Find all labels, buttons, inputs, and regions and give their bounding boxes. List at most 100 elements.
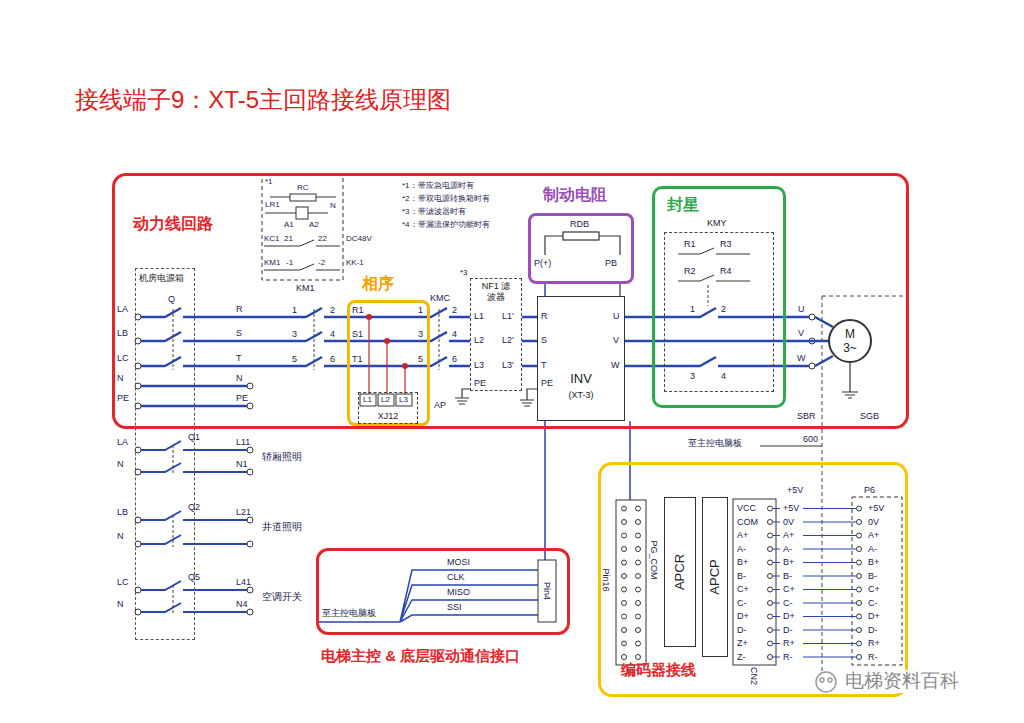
label-text: AP	[434, 400, 446, 411]
pin-circle	[768, 533, 773, 538]
label-text: A-	[783, 544, 792, 555]
mechanical-link	[173, 285, 708, 615]
label-text: L1'	[502, 311, 514, 322]
ground-symbol	[455, 389, 470, 404]
pin-circle	[636, 641, 641, 646]
label-text: C+	[783, 584, 795, 595]
label-text: 5	[418, 354, 423, 365]
label-text: 0V	[783, 517, 794, 528]
lighting-wire	[138, 441, 250, 612]
label-text: C-	[783, 598, 793, 609]
label-text: -1	[286, 258, 293, 268]
label-text: 3	[292, 329, 297, 340]
node-text: NF1 滤波器	[479, 281, 513, 303]
power-wire	[138, 356, 833, 366]
label-text: PG_COM	[649, 540, 660, 579]
label-text: MOSI	[447, 557, 470, 568]
label-text: D+	[783, 611, 795, 622]
label-text: R-	[868, 652, 878, 663]
label-text: T	[541, 360, 547, 371]
contactor-box: KMY	[664, 232, 774, 392]
label-text: U	[613, 311, 620, 322]
label-text: R4	[720, 266, 732, 277]
label-text: COM	[737, 517, 758, 528]
label-text: 0V	[868, 517, 879, 528]
relay-terminal	[360, 394, 412, 406]
label-text: CLK	[447, 572, 465, 583]
label-text: D-	[868, 625, 878, 636]
label-text: +5V	[787, 485, 803, 496]
label-text: 2	[721, 304, 726, 315]
label-text: 21	[284, 234, 293, 244]
power-box-dashed: 机房电源箱	[135, 268, 195, 640]
label-text: P6	[864, 485, 875, 496]
motor-circle: M 3~	[828, 319, 872, 363]
label-text: N	[236, 373, 243, 384]
encoder-terminal	[733, 499, 776, 665]
pin-circle	[768, 628, 773, 633]
pin-circle	[622, 533, 627, 538]
label-text: A2	[309, 220, 319, 230]
label-text: R1	[352, 305, 364, 316]
label-text: A+	[783, 530, 794, 541]
label-text: N	[117, 531, 124, 542]
pin-circle	[636, 587, 641, 592]
label-text: 空调开关	[262, 591, 302, 603]
label-text: L41	[236, 577, 251, 588]
brake-resistor	[545, 232, 620, 296]
pin-circle	[857, 614, 862, 619]
pin-circle	[622, 506, 627, 511]
label-text: N	[117, 459, 124, 470]
phase-dot	[366, 314, 408, 369]
pin-circle	[636, 547, 641, 552]
relay-terminal	[360, 394, 376, 406]
label-text: L2	[381, 395, 390, 405]
watermark-icon	[828, 678, 832, 682]
label-text: B-	[868, 571, 877, 582]
watermark-icon	[816, 672, 836, 692]
pin-circle	[636, 533, 641, 538]
power-circuit-region: 动力线回路相序XJ12NF1 滤波器制动电阻INV(XT-3)封星KMYM 3~	[112, 173, 909, 429]
label-text: 4	[721, 371, 726, 382]
signal-wire	[760, 446, 822, 447]
pin-circle	[768, 560, 773, 565]
label-text: 3	[418, 329, 423, 340]
pin-circle	[636, 520, 641, 525]
pin-circle	[768, 614, 773, 619]
node-text: (XT-3)	[568, 390, 593, 401]
label-text: 6	[452, 354, 457, 365]
label-text: 1	[690, 304, 695, 315]
label-text: U	[798, 304, 805, 315]
label-text: KMC	[430, 293, 450, 304]
encoder-wire	[773, 563, 856, 604]
comm-interface-region: 电梯主控 & 底层驱动通信接口	[316, 548, 570, 635]
pin-circle	[768, 601, 773, 606]
label-text: L21	[236, 507, 251, 518]
inverter-lead	[545, 421, 630, 560]
watermark-icon	[820, 678, 824, 682]
wire-connector	[625, 340, 829, 343]
label-text: 6	[330, 354, 335, 365]
control-circuit	[262, 175, 343, 280]
terminal-circle	[247, 541, 253, 547]
label-text: 井道照明	[262, 521, 302, 533]
label-text: T1	[352, 354, 363, 365]
pin-circle	[622, 601, 627, 606]
encoder-wire	[773, 509, 856, 658]
ground-symbol	[842, 363, 858, 398]
label-text: B-	[783, 571, 792, 582]
label-text: B-	[737, 571, 746, 582]
watermark: 电梯资料百科	[843, 670, 961, 693]
node-text: 机房电源箱	[139, 273, 184, 284]
comm-wire	[538, 560, 556, 622]
label-text: PE	[541, 378, 553, 389]
comm-wire	[318, 570, 538, 622]
label-text: R+	[868, 638, 880, 649]
pin-circle	[622, 655, 627, 660]
pin-circle	[636, 614, 641, 619]
label-text: KC1	[264, 234, 280, 244]
label-text: C+	[868, 584, 880, 595]
label-text: A-	[737, 544, 746, 555]
dashed-boundary	[822, 296, 905, 690]
ground-symbol	[520, 389, 537, 406]
